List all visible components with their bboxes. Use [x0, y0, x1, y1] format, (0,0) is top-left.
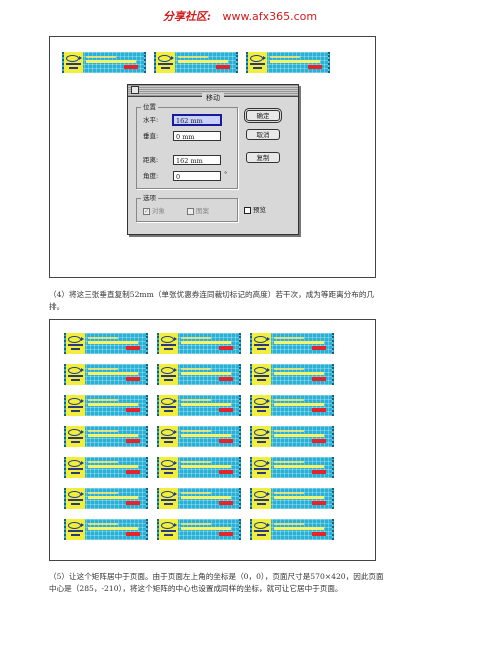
fish-icon [158, 55, 174, 62]
fish-icon [161, 460, 177, 467]
position-group-label: 位置 [141, 103, 158, 112]
site-header: 分享社区: www.afx365.com [0, 8, 480, 24]
step5-paragraph: （5）让这个矩阵居中于页面。由于页面左上角的坐标是（0，0），页面尺寸是570×… [49, 572, 384, 593]
coupon-ticket [250, 364, 334, 385]
coupon-ticket [154, 52, 238, 73]
site-url[interactable]: www.afx365.com [222, 10, 318, 23]
position-group: 位置 水平: 162 mm 垂直: 0 mm 距离: 162 mm 角度: 0 … [136, 103, 238, 189]
horizontal-label: 水平: [143, 116, 159, 124]
vertical-input[interactable]: 0 mm [173, 131, 221, 141]
fish-icon [254, 522, 270, 529]
preview-checkbox[interactable]: 预览 [244, 206, 266, 215]
coupon-ticket [64, 395, 148, 416]
pattern-checkbox[interactable]: 图案 [187, 207, 209, 216]
fish-icon [68, 491, 84, 498]
checkmark-icon: ✓ [143, 207, 150, 215]
coupon-ticket [250, 457, 334, 478]
distance-input[interactable]: 162 mm [173, 155, 221, 165]
coupon-ticket [250, 333, 334, 354]
coupon-ticket [157, 364, 241, 385]
site-logo: 分享社区: [162, 10, 211, 23]
coupon-ticket [246, 52, 330, 73]
options-group-label: 选项 [141, 194, 158, 203]
fish-icon [254, 398, 270, 405]
coupon-ticket [64, 426, 148, 447]
coupon-ticket [157, 488, 241, 509]
fish-icon [161, 491, 177, 498]
coupon-ticket [157, 333, 241, 354]
coupon-ticket [64, 519, 148, 540]
step4-paragraph: （4）将这三张垂直复制52mm（单张优惠券连同裁切标记的高度）若干次，成为等距离… [49, 290, 375, 311]
fish-icon [161, 522, 177, 529]
coupon-ticket [250, 488, 334, 509]
angle-label: 角度: [143, 172, 159, 180]
coupon-ticket [250, 426, 334, 447]
fish-icon [254, 367, 270, 374]
move-dialog: 移动 位置 水平: 162 mm 垂直: 0 mm 距离: 162 mm 角度:… [127, 84, 299, 235]
fish-icon [68, 398, 84, 405]
coupon-ticket [250, 395, 334, 416]
fish-icon [68, 336, 84, 343]
copy-button[interactable]: 复制 [246, 152, 280, 163]
coupon-ticket [64, 364, 148, 385]
options-group: 选项 ✓对象 图案 [136, 194, 238, 222]
angle-unit: ° [224, 170, 228, 178]
cancel-button[interactable]: 取消 [246, 129, 280, 140]
fish-icon [68, 429, 84, 436]
coupon-ticket [157, 426, 241, 447]
coupon-ticket [157, 457, 241, 478]
fish-icon [254, 460, 270, 467]
fish-icon [161, 398, 177, 405]
coupon-ticket [64, 333, 148, 354]
close-box-icon[interactable] [131, 86, 139, 94]
distance-label: 距离: [143, 156, 159, 164]
coupon-ticket [64, 488, 148, 509]
dialog-title: 移动 [202, 93, 224, 104]
fish-icon [68, 367, 84, 374]
fish-icon [254, 491, 270, 498]
screenshot-move-dialog [49, 36, 376, 278]
coupon-ticket [64, 457, 148, 478]
fish-icon [161, 336, 177, 343]
fish-icon [66, 55, 82, 62]
ok-button[interactable]: 确定 [244, 108, 282, 123]
fish-icon [254, 429, 270, 436]
fish-icon [254, 336, 270, 343]
objects-checkbox[interactable]: ✓对象 [143, 207, 165, 215]
screenshot-coupon-matrix [49, 319, 376, 561]
fish-icon [161, 367, 177, 374]
horizontal-input[interactable]: 162 mm [172, 114, 222, 126]
vertical-label: 垂直: [143, 132, 159, 140]
coupon-ticket [157, 519, 241, 540]
angle-input[interactable]: 0 [173, 171, 221, 181]
fish-icon [161, 429, 177, 436]
fish-icon [68, 522, 84, 529]
coupon-ticket [157, 395, 241, 416]
coupon-ticket [62, 52, 146, 73]
dialog-titlebar[interactable]: 移动 [128, 85, 298, 104]
fish-icon [68, 460, 84, 467]
fish-icon [250, 55, 266, 62]
coupon-ticket [250, 519, 334, 540]
